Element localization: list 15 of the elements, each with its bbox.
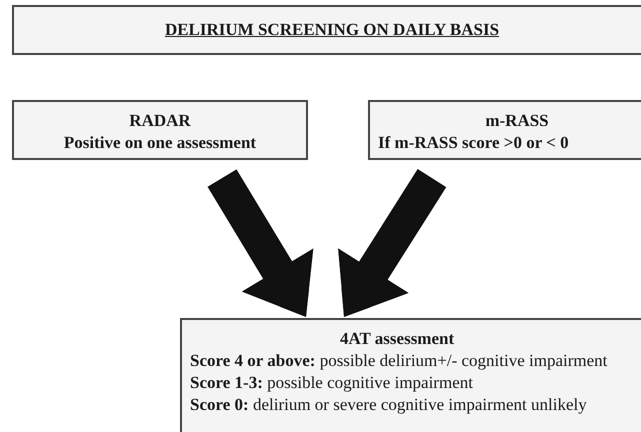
box-title: m-RASS [485, 110, 549, 132]
box-text: Score 1-3: possible cognitive impairment [190, 372, 473, 394]
box-text: Score 4 or above: possible delirium+/- cognitive impairment [190, 350, 608, 372]
process-box [12, 100, 308, 160]
block-arrow [207, 169, 314, 317]
heading-text: DELIRIUM SCREENING ON DAILY BASIS [164, 19, 500, 42]
box-text: Score 0: delirium or severe cognitive impairment unlikely [190, 394, 587, 416]
box-text: If m-RASS score >0 or < 0 [378, 132, 569, 154]
box-title: 4AT assessment [340, 328, 454, 350]
box-text: Positive on one assessment [64, 132, 256, 154]
process-box [180, 318, 641, 432]
process-box [368, 100, 641, 160]
block-arrow [338, 168, 446, 317]
box-title: RADAR [129, 110, 191, 132]
heading-box [12, 5, 641, 55]
